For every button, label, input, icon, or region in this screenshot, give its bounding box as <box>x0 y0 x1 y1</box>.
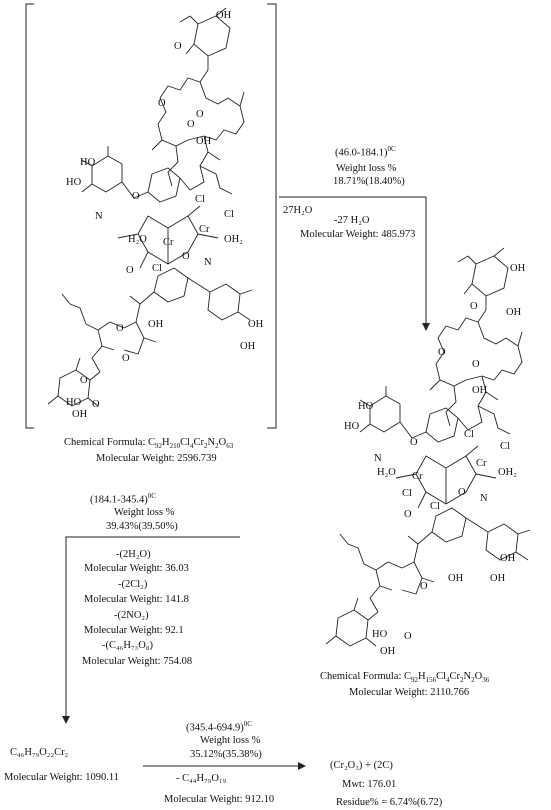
p1-atom-h2o-1: H₂O <box>377 467 396 478</box>
atom-o-7: O <box>126 265 134 276</box>
p1-atom-o-7: O <box>420 581 428 592</box>
atom-o-9: O <box>122 353 130 364</box>
atom-ho-2: HO <box>66 177 82 188</box>
atom-o-10: O <box>80 375 88 386</box>
atom-cl-3: Cl <box>152 263 162 274</box>
atom-h2o-1: H₂O <box>128 234 147 245</box>
p1-atom-oh-6: OH <box>448 573 464 584</box>
step3-mw: Molecular Weight: 912.10 <box>164 794 275 805</box>
p1-atom-ho-3: HO <box>372 629 388 640</box>
p1-atom-o-2: O <box>438 347 446 358</box>
p1-atom-oh-3: OH <box>472 385 488 396</box>
p1-atom-cl-4: Cl <box>430 501 440 512</box>
reactant-structure <box>47 7 253 407</box>
atom-o-8: O <box>116 323 124 334</box>
p1-atom-o-3: O <box>472 359 480 370</box>
p1-atom-oh2-1: OH₂ <box>498 467 517 478</box>
atom-ho-3: HO <box>66 397 82 408</box>
atom-oh-6: OH <box>72 409 88 420</box>
p1-atom-oh-5: OH <box>490 573 506 584</box>
p1-atom-o-1: O <box>470 301 478 312</box>
p1-atom-n-1: N <box>374 453 382 464</box>
p1-atom-n-2: N <box>480 493 488 504</box>
atom-cr-2: Cr <box>163 237 174 248</box>
p1-atom-cr-1: Cr <box>476 458 487 469</box>
p1-atom-cl-3: Cl <box>402 488 412 499</box>
step2-item-4-label: -(C₄₆H₇₃O₈) <box>102 640 153 651</box>
step2-item-1-mw: Molecular Weight: 36.03 <box>84 563 189 574</box>
step2-temperature: (184.1-345.4)0C <box>90 492 156 506</box>
p1-atom-cr-2: Cr <box>412 471 423 482</box>
p1-atom-oh-2: OH <box>506 307 522 318</box>
step1-arrow <box>279 196 427 325</box>
step2-item-2-label: -(2Cl₂) <box>118 579 148 590</box>
p1-atom-ho-2: HO <box>344 421 360 432</box>
p1-atom-ho-1: HO <box>358 401 374 412</box>
residue-percent: Residue% = 6.74%(6.72) <box>336 797 443 808</box>
step1-removed: -27 H₂O <box>334 215 370 226</box>
atom-oh-1: OH <box>216 10 232 21</box>
step1-temperature: (46.0-184.1)0C <box>335 145 396 159</box>
p1-atom-o-4: O <box>410 437 418 448</box>
atom-oh2-1: OH₂ <box>224 234 243 245</box>
intermediate-mw: Molecular Weight: 1090.11 <box>4 772 119 783</box>
step2-item-1-label: -(2H₂O) <box>116 549 151 560</box>
step2-item-3-label: -(2NO₂) <box>114 610 149 621</box>
atom-o-2: O <box>158 98 166 109</box>
atom-cl-1: Cl <box>195 194 205 205</box>
step2-loss-value: 39.43%(39.50%) <box>106 521 178 532</box>
p1-atom-o-8: O <box>404 631 412 642</box>
step3-removed: - C₄₄H₇₉O₁₉ <box>176 773 227 784</box>
reactant-formula: Chemical Formula: C92H210Cl4Cr2N2O63 <box>64 437 234 451</box>
step2-loss-title: Weight loss % <box>114 507 175 518</box>
atom-o-6: O <box>182 251 190 262</box>
atom-o-1: O <box>174 41 182 52</box>
step1-mw: Molecular Weight: 485.973 <box>300 229 416 240</box>
atom-oh-4: OH <box>248 319 264 330</box>
atom-ho-1: HO <box>80 157 96 168</box>
atom-oh-5: OH <box>240 341 256 352</box>
residue-mw: Mwt: 176.01 <box>342 779 397 790</box>
atom-oh-2: OH <box>196 136 212 147</box>
step2-item-4-mw: Molecular Weight: 754.08 <box>82 656 193 667</box>
atom-o-11: O <box>92 399 100 410</box>
p1-atom-oh-1: OH <box>510 263 526 274</box>
atom-oh-3: OH <box>148 319 164 330</box>
atom-n-1: N <box>95 211 103 222</box>
atom-cr-1: Cr <box>199 224 210 235</box>
product1-formula: Chemical Formula: C92HOH156Cl4Cr2N2O36 <box>320 671 490 685</box>
p1-atom-o-6: O <box>404 509 412 520</box>
reactant-mw: Molecular Weight: 2596.739 <box>96 453 217 464</box>
atom-o-4: O <box>187 119 195 130</box>
product1-mw: Molecular Weight: 2110.766 <box>349 687 470 698</box>
step2-item-2-mw: Molecular Weight: 141.8 <box>84 594 189 605</box>
atom-n-2: N <box>204 257 212 268</box>
step3-loss-value: 35.12%(35.38%) <box>190 749 262 760</box>
p1-atom-oh-4: OH <box>500 553 516 564</box>
p1-atom-oh-7: OH <box>380 646 396 657</box>
p1-atom-cl-1: Cl <box>464 429 474 440</box>
step1-loss-title: Weight loss % <box>336 163 397 174</box>
p1-atom-cl-2: Cl <box>500 441 510 452</box>
atom-cl-2: Cl <box>224 209 234 220</box>
step1-loss-value: 18.71%(18.40%) <box>333 176 405 187</box>
step2-item-3-mw: Molecular Weight: 92.1 <box>84 625 184 636</box>
water-label: 27H₂O <box>283 205 313 216</box>
intermediate-formula: C₄₆H₇₉O₂₂Cr₂ <box>10 747 69 758</box>
atom-o-5: O <box>132 191 140 202</box>
atom-o-3: O <box>196 109 204 120</box>
step3-loss-title: Weight loss % <box>200 735 261 746</box>
residue-formula: (Cr₂O₃) + (2C) <box>330 760 393 771</box>
p1-atom-o-5: O <box>458 487 466 498</box>
step3-temperature: (345.4-694.9)0C <box>186 720 252 734</box>
product1-structure <box>325 247 531 647</box>
step2-arrow <box>65 536 240 718</box>
